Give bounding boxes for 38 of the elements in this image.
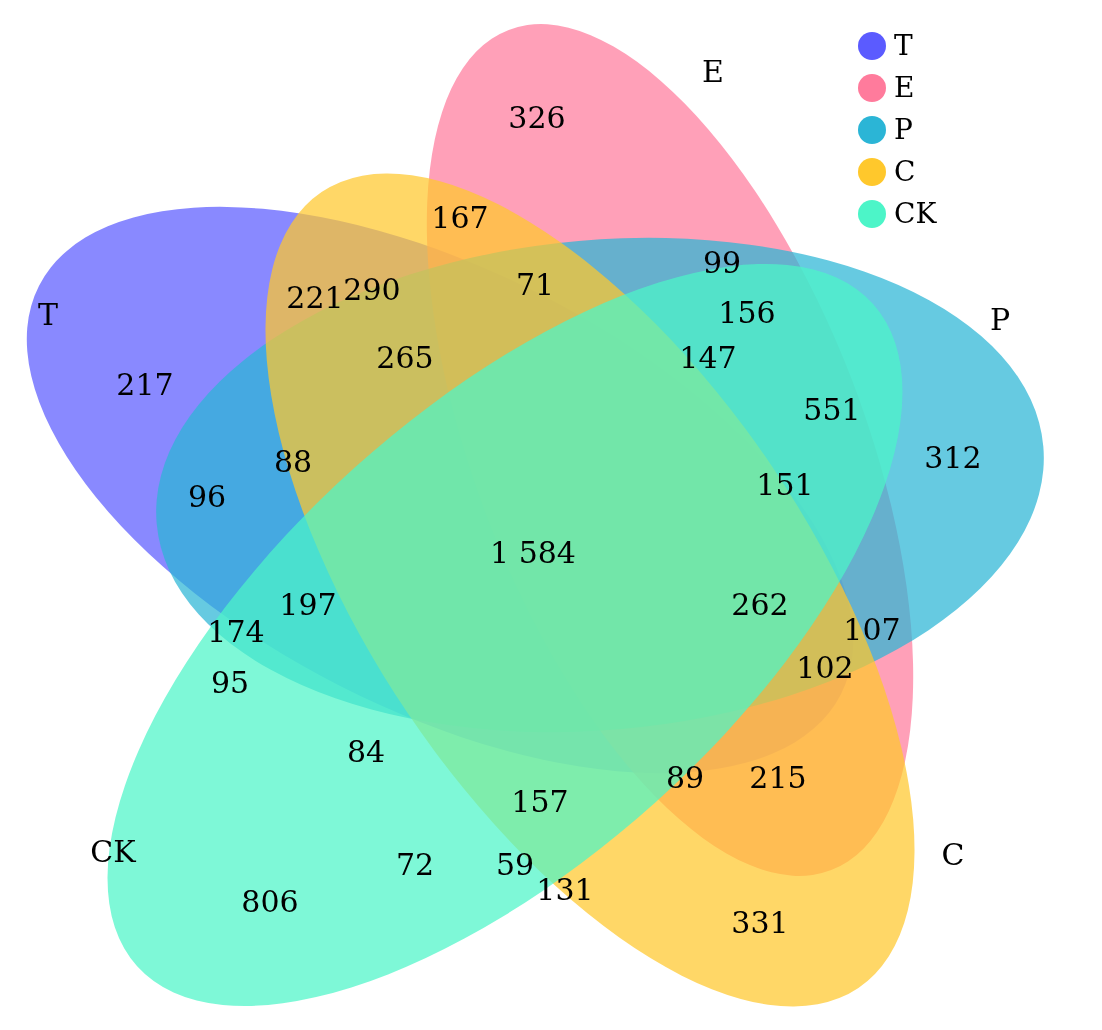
region-count: 290 — [343, 275, 401, 305]
region-count: 331 — [731, 908, 789, 938]
region-count: 262 — [731, 590, 789, 620]
legend-label: T — [894, 32, 913, 60]
region-count: 89 — [665, 763, 705, 793]
region-count: 72 — [395, 850, 435, 880]
region-count: 59 — [495, 850, 535, 880]
region-count: 151 — [756, 470, 814, 500]
set-label: E — [702, 57, 724, 87]
region-count: 156 — [718, 298, 776, 328]
region-count: 265 — [376, 343, 434, 373]
region-count: 147 — [679, 343, 737, 373]
set-label: P — [989, 305, 1011, 335]
region-count: 95 — [210, 668, 250, 698]
set-label: CK — [90, 837, 136, 867]
region-count: 174 — [207, 617, 265, 647]
region-count: 71 — [515, 270, 555, 300]
legend-label: C — [894, 158, 916, 186]
region-count: 1 584 — [490, 538, 576, 568]
set-label: T — [38, 300, 58, 330]
region-count: 197 — [279, 590, 337, 620]
legend-label: P — [894, 116, 913, 144]
region-count: 326 — [508, 103, 566, 133]
region-count: 167 — [431, 203, 489, 233]
region-count: 312 — [924, 443, 982, 473]
legend-label: CK — [894, 200, 937, 228]
region-count: 217 — [116, 370, 174, 400]
legend-label: E — [894, 74, 915, 102]
region-count: 215 — [749, 763, 807, 793]
region-count: 84 — [346, 737, 386, 767]
region-count: 96 — [187, 482, 227, 512]
region-count: 99 — [702, 248, 742, 278]
region-count: 221 — [286, 283, 344, 313]
set-label: C — [941, 840, 965, 870]
region-count: 551 — [803, 395, 861, 425]
region-count: 806 — [241, 887, 299, 917]
region-count: 102 — [796, 653, 854, 683]
region-count: 157 — [511, 787, 569, 817]
